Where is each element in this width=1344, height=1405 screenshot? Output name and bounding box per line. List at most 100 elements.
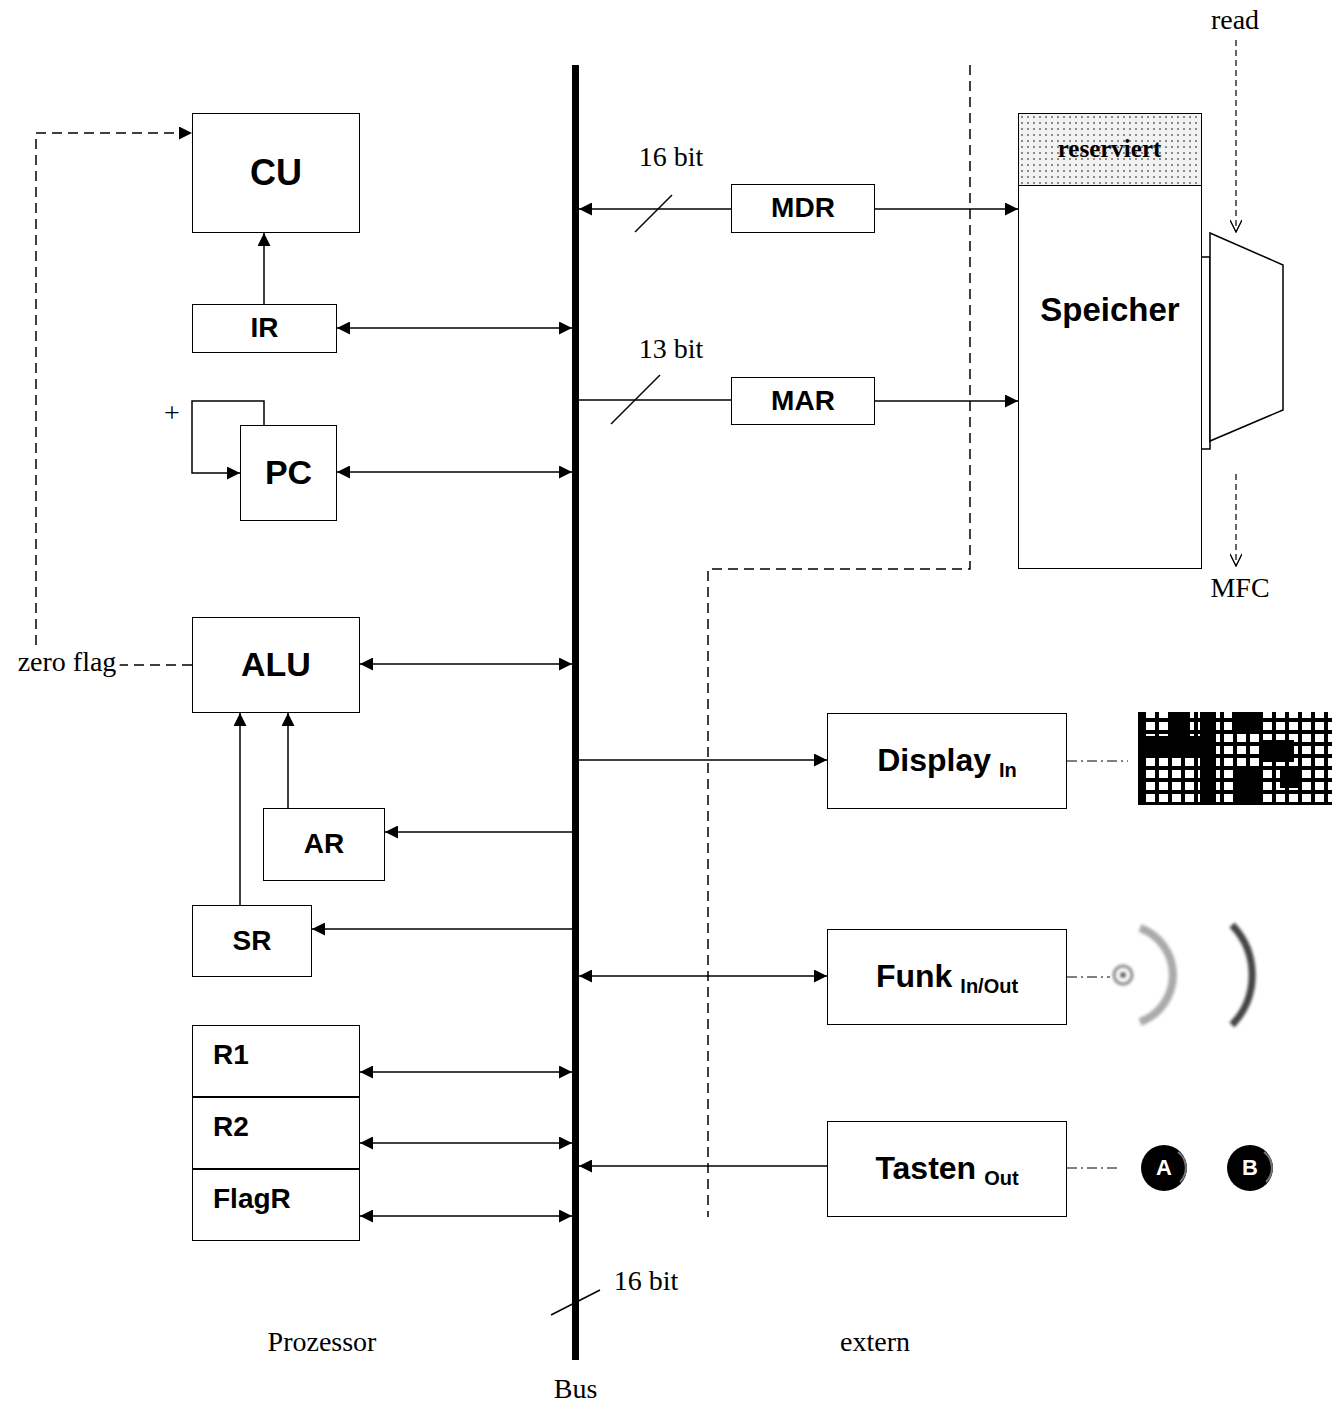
button-letter: A [1156,1156,1172,1180]
bit-width-slash [635,195,672,232]
register-box: AR [263,808,385,881]
bit-width-slash [551,1290,600,1315]
node-subscript: In [999,759,1017,781]
multiplexer [1210,233,1283,441]
button-shine [1264,1152,1272,1182]
alu-box: ALU [192,617,360,713]
flag-signal [36,133,192,665]
register-box: IR [192,304,337,353]
io-device-box: Display In [827,713,1067,809]
radio-wave [1140,928,1173,1022]
device-leader [1067,1167,1120,1168]
reserved-band: reserviert [1018,113,1202,186]
button-shine [1178,1152,1186,1182]
led-dark [1170,712,1190,742]
bit-width-label: 16 bit [614,1266,679,1297]
register-box: R1 [192,1025,360,1097]
led-dark [1236,770,1262,805]
node-label: Tasten [875,1151,976,1186]
signal-label: zero flag [15,647,120,678]
bus-connector [360,1215,572,1217]
register-box: MDR [731,184,875,233]
control-unit: CU [192,113,360,233]
region-separator [708,65,970,1217]
button-letter: B [1242,1156,1258,1180]
region-label: extern [840,1327,910,1358]
radio-wave [1232,925,1252,1025]
node-label: Display [877,743,991,778]
node-label: ALU [241,646,311,683]
memory-box: reserviertSpeicher [1018,113,1202,569]
bus-connector [239,713,241,905]
led-dark [1260,740,1294,762]
node-label: R1 [213,1040,249,1071]
bus-connector [287,713,289,808]
bit-width-label: 13 bit [636,334,707,365]
node-label: SR [233,926,272,957]
register-box: SR [192,905,312,977]
register-box: MAR [731,377,875,425]
bus-connector [263,233,265,304]
button-b [1227,1145,1273,1191]
read-signal [1235,40,1236,232]
node-label: Bus [554,1374,598,1405]
button-a [1141,1145,1187,1191]
region-label: Prozessor [268,1327,377,1358]
node-label: IR [251,313,279,344]
bit-width-label: 16 bit [636,142,707,173]
led-dark [1280,770,1302,788]
node-label: R2 [213,1112,249,1143]
node-label: reserviert [1058,135,1162,163]
io-device-box: Tasten Out [827,1121,1067,1217]
memory-port [1188,257,1210,449]
node-label: MAR [771,386,835,417]
bus-connector [337,471,572,473]
signal-label: MFC [1210,573,1269,604]
led-dark [1138,712,1146,805]
bus-connector [579,759,827,761]
bus-connector [579,399,731,401]
bus-connector [360,1071,572,1073]
bus-connector [385,831,572,833]
device-leader [1067,976,1110,977]
bus-connector [579,1165,827,1167]
node-label: AR [304,829,344,860]
bus-line: Bus [572,65,579,1360]
register-box: R2 [192,1097,360,1169]
led-matrix [1138,712,1332,805]
radio-ring [1114,966,1132,984]
register-box: PC [240,425,337,521]
bus-connector [337,327,572,329]
node-label: Funk [876,959,952,994]
node-label: FlagR [213,1184,291,1215]
device-leader [1067,760,1128,761]
bus-connector [875,208,1018,210]
bus-connector [579,975,827,977]
increment-label: + [164,398,180,429]
node-label: CU [250,153,302,193]
node-subscript: In/Out [960,975,1018,997]
node-label: Speicher [1019,292,1201,328]
bus-connector [579,208,731,210]
node-label: PC [265,454,312,491]
led-dark [1232,712,1262,732]
radio-source [1120,972,1126,978]
buttons [1141,1145,1273,1191]
led-dark [1200,712,1216,805]
signal-label: read [1211,5,1259,36]
mfc-signal [1235,474,1236,566]
increment-loop [192,401,264,473]
bus-connector [312,928,572,930]
led-display [1138,712,1332,805]
io-device-box: Funk In/Out [827,929,1067,1025]
radio-waves [1114,925,1252,1025]
bus-connector [360,1142,572,1144]
node-label: MDR [771,193,835,224]
bus-connector [360,663,572,665]
node-subscript: Out [984,1167,1018,1189]
bus-connector [875,400,1018,402]
